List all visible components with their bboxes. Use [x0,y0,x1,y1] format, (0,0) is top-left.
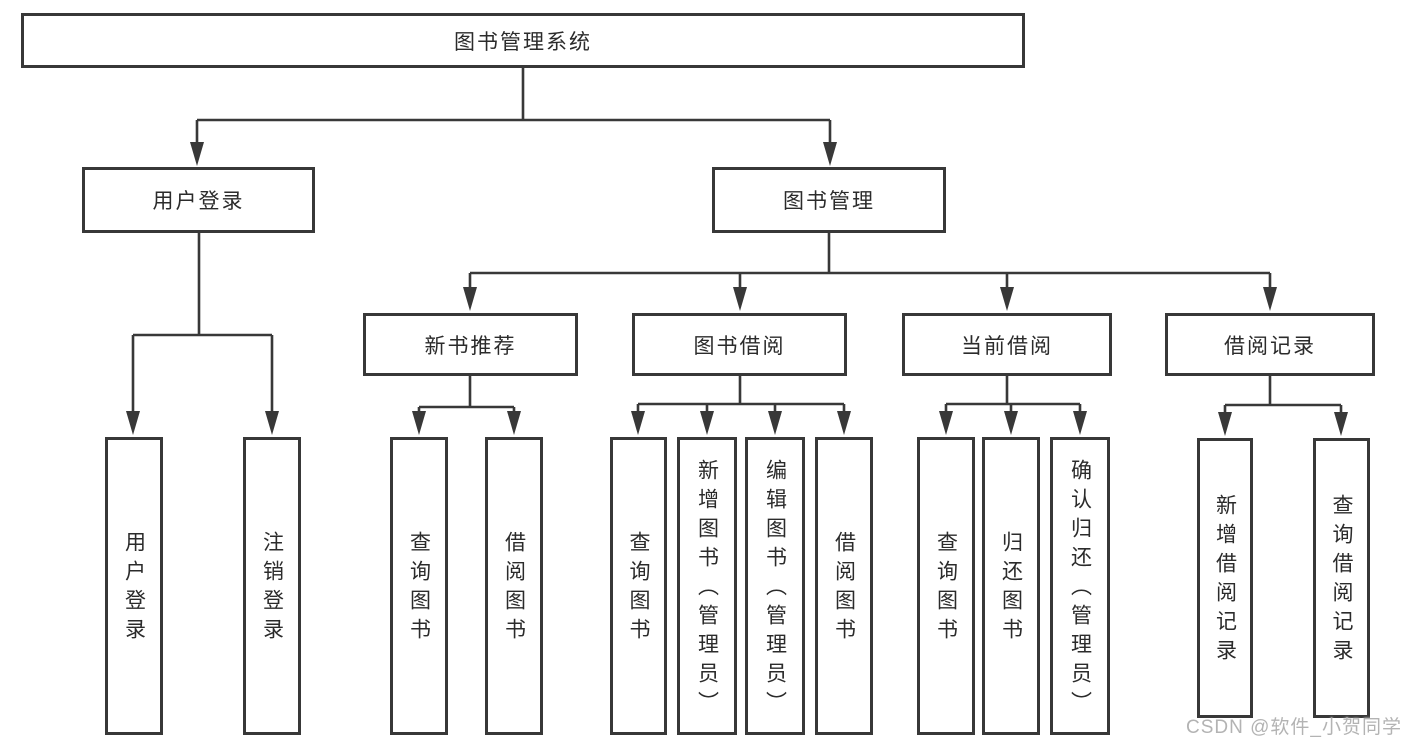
leaf-confirm-return-admin: 确认归还（管理员） [1050,437,1110,735]
leaf-borrow-query-books: 查询图书 [610,437,667,735]
arrow-icon [823,142,837,166]
node-book-management: 图书管理 [712,167,946,233]
arrow-icon [768,411,782,435]
connector-current-to-leaves [944,376,1082,414]
arrow-icon [1073,411,1087,435]
leaf-add-borrow-record: 新增借阅记录 [1197,438,1253,718]
connector-login-to-leaves [131,233,274,414]
arrow-icon [412,411,426,435]
connector-root-to-level2 [195,68,832,146]
connector-borrow-to-leaves [636,376,846,414]
leaf-return-books: 归还图书 [982,437,1040,735]
node-current-borrow: 当前借阅 [902,313,1112,376]
leaf-query-borrow-record: 查询借阅记录 [1313,438,1370,718]
leaf-recommend-query-books: 查询图书 [390,437,448,735]
leaf-edit-book-admin: 编辑图书（管理员） [745,437,805,735]
arrow-icon [126,411,140,435]
arrow-icon [1334,412,1348,436]
leaf-add-book-admin: 新增图书（管理员） [677,437,737,735]
arrow-icon [1263,287,1277,311]
node-new-book-recommend: 新书推荐 [363,313,578,376]
leaf-logout: 注销登录 [243,437,301,735]
arrow-icon [939,411,953,435]
arrow-icon [837,411,851,435]
arrowheads [126,142,1348,436]
node-user-login: 用户登录 [82,167,315,233]
leaf-user-login: 用户登录 [105,437,163,735]
connector-newbook-to-leaves [417,376,516,414]
leaf-recommend-borrow-books: 借阅图书 [485,437,543,735]
connector-records-to-leaves [1223,376,1343,415]
arrow-icon [463,287,477,311]
leaf-borrow-borrow-books: 借阅图书 [815,437,873,735]
node-root: 图书管理系统 [21,13,1025,68]
arrow-icon [507,411,521,435]
arrow-icon [1000,287,1014,311]
arrow-icon [1004,411,1018,435]
node-borrow-records: 借阅记录 [1165,313,1375,376]
arrow-icon [733,287,747,311]
csdn-watermark: CSDN @软件_小贺同学 [1186,717,1402,738]
arrow-icon [1218,412,1232,436]
leaf-current-query-books: 查询图书 [917,437,975,735]
arrow-icon [631,411,645,435]
arrow-icon [265,411,279,435]
arrow-icon [190,142,204,166]
node-book-borrow: 图书借阅 [632,313,847,376]
connector-mgmt-to-level3 [468,233,1272,290]
arrow-icon [700,411,714,435]
